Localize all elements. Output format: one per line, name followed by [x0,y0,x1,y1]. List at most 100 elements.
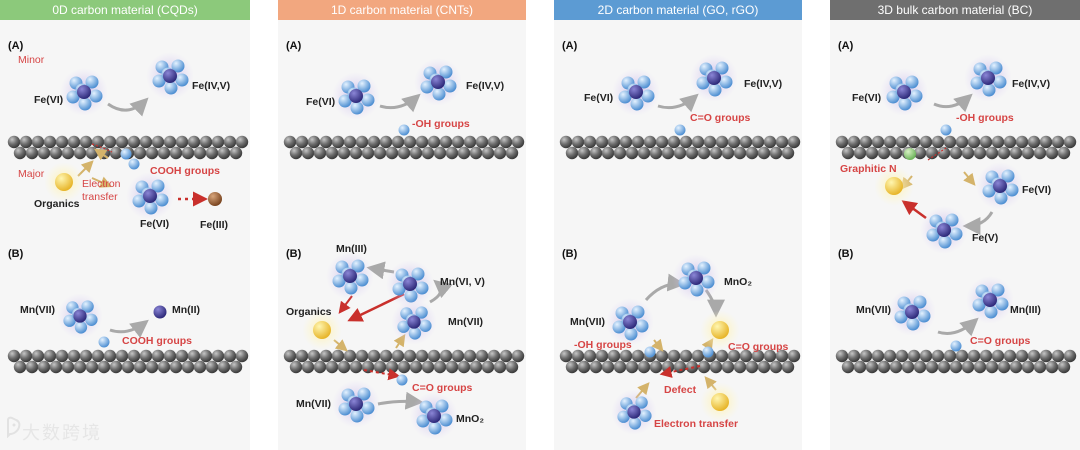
molecule-mno2 [672,254,720,302]
label-mn65: Mn(VI, V) [440,276,485,288]
molecule-mn7 [888,288,936,336]
cooh-group-sphere [120,148,132,160]
label-mno2: MnO₂ [724,276,752,288]
label-co-b: C=O groups [728,341,789,353]
label-mn7: Mn(VII) [570,316,605,328]
label-mn3: Mn(III) [336,243,367,255]
mn2-sphere [153,305,167,319]
organics-sphere [700,310,740,350]
molecule-fe45 [146,52,194,100]
label-graphitic-n: Graphitic N [840,163,897,175]
label-cooh-b: COOH groups [122,335,192,347]
label-electron-transfer: Electron transfer [654,418,739,430]
molecule-fe6 [332,72,380,120]
label-fe6-b: Fe(VI) [1022,184,1052,196]
fe3-sphere [208,192,222,206]
label-mn7-b: Mn(VII) [296,398,331,410]
molecule-fe45 [964,54,1012,102]
label-b: (B) [562,248,578,260]
carbon-sheet [835,349,1077,374]
carbon-sheet [283,349,525,374]
molecule-mn65 [386,260,434,308]
label-a: (A) [8,40,24,52]
label-mno2: MnO₂ [456,413,484,425]
label-a: (A) [562,40,578,52]
graphitic-n-sphere [904,148,916,160]
molecule-mn3 [326,252,374,300]
molecule-fe6-b [976,162,1024,210]
label-fe45: Fe(IV,V) [744,78,783,90]
label-mn7: Mn(VII) [20,304,55,316]
label-fe3: Fe(III) [200,219,228,231]
molecule-mn7 [391,299,437,345]
panel-0d-cqds: 0D carbon material (CQDs) [0,0,250,450]
label-co: C=O groups [412,382,473,394]
label-fe6: Fe(VI) [852,92,882,104]
label-cooh: COOH groups [150,165,220,177]
panel-2d-go-rgo: 2D carbon material (GO, rGO) [554,0,802,450]
oh-group-sphere [940,124,952,136]
molecule-mn3 [966,276,1014,324]
label-fe45: Fe(IV,V) [1012,78,1051,90]
molecule-fe45 [690,54,738,102]
label-minor: Minor [18,54,45,66]
label-electron-transfer: Electron transfer [82,178,121,203]
co-group-sphere [702,346,714,358]
label-fe5: Fe(V) [972,232,999,244]
label-co: C=O groups [690,112,751,124]
panel-header: 2D carbon material (GO, rGO) [554,0,802,20]
panel-header: 3D bulk carbon material (BC) [830,0,1080,20]
panel-header: 0D carbon material (CQDs) [0,0,250,20]
label-co: C=O groups [970,335,1031,347]
label-mn2: Mn(II) [172,304,200,316]
panel-1d-cnts: 1D carbon material (CNTs) [278,0,526,450]
label-oh: -OH groups [412,118,470,130]
label-organics: Organics [286,306,332,318]
label-mn7: Mn(VII) [856,304,891,316]
organics-sphere [44,162,84,202]
label-fe6: Fe(VI) [584,92,614,104]
molecule-electron [611,389,657,435]
molecule-mn7 [606,298,654,346]
label-major: Major [18,168,45,180]
label-b: (B) [838,248,854,260]
organics-sphere [302,310,342,350]
label-mn3: Mn(III) [1010,304,1041,316]
organics-sphere [700,382,740,422]
label-fe6-b: Fe(VI) [140,218,170,230]
molecule-fe6 [612,68,660,116]
carbon-sheet [559,135,801,160]
label-fe6: Fe(VI) [306,96,336,108]
label-b: (B) [286,248,302,260]
label-a: (A) [286,40,302,52]
label-fe45: Fe(IV,V) [192,80,231,92]
label-oh: -OH groups [574,339,632,351]
label-fe6: Fe(VI) [34,94,64,106]
molecule-mn7-b [332,380,380,428]
cooh-group-sphere [128,158,140,170]
molecule-fe6-b [126,172,174,220]
oh-group-sphere [398,124,410,136]
molecule-mn7 [57,293,103,339]
panel-header: 1D carbon material (CNTs) [278,0,526,20]
molecule-fe45 [414,58,462,106]
label-defect: Defect [664,384,697,396]
cooh-group-sphere [98,336,110,348]
molecule-fe5 [920,206,968,254]
oh-group-sphere [644,346,656,358]
carbon-sheet [283,135,525,160]
label-oh: -OH groups [956,112,1014,124]
label-mn7: Mn(VII) [448,316,483,328]
molecule-fe6 [880,68,928,116]
carbon-sheet [559,349,801,374]
label-organics: Organics [34,198,80,210]
molecule-fe6 [60,68,108,116]
watermark-logo-icon [7,416,21,438]
molecule-mno2 [410,392,458,440]
co-group-sphere [674,124,686,136]
label-a: (A) [838,40,854,52]
watermark-text: 大数跨境 [22,423,102,443]
carbon-sheet [835,135,1077,160]
carbon-sheet [7,349,249,374]
